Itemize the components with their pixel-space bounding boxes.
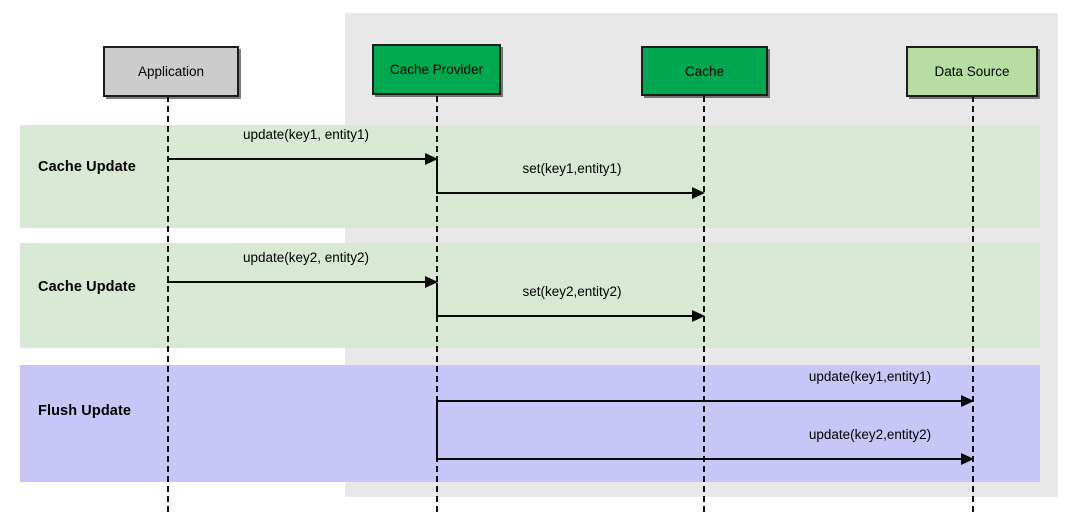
- message-arrowhead-msg-set-key1: [692, 186, 705, 199]
- phase-band-cache-update-2: [20, 243, 1040, 348]
- participant-label-application: Application: [137, 64, 205, 79]
- message-line-msg-update-key1: [167, 158, 427, 160]
- message-label-msg-update-key1: update(key1, entity1): [242, 127, 370, 142]
- message-line-msg-flush-key2: [436, 458, 963, 460]
- participant-label-cache: Cache: [684, 63, 725, 79]
- participant-cache[interactable]: Cache: [641, 46, 768, 96]
- phase-band-label-cache-update-2: Cache Update: [38, 279, 136, 295]
- participant-label-data-source: Data Source: [934, 64, 1010, 79]
- participant-application[interactable]: Application: [103, 46, 239, 97]
- message-stub-msg-set-key2: [436, 283, 438, 315]
- message-arrowhead-msg-update-key2: [425, 275, 438, 288]
- message-label-msg-flush-key2: update(key2,entity2): [808, 427, 932, 442]
- phase-band-flush-update: [20, 365, 1040, 482]
- phase-band-label-flush-update: Flush Update: [38, 403, 132, 419]
- message-line-msg-update-key2: [167, 281, 427, 283]
- message-label-msg-set-key2: set(key2,entity2): [522, 284, 622, 299]
- message-label-msg-set-key1: set(key1,entity1): [522, 161, 622, 176]
- message-label-msg-update-key2: update(key2, entity2): [242, 250, 370, 265]
- message-stub-msg-flush-key2: [436, 400, 438, 458]
- message-line-msg-flush-key1: [436, 400, 963, 402]
- message-label-msg-flush-key1: update(key1,entity1): [808, 369, 932, 384]
- participant-cache-provider[interactable]: Cache Provider: [372, 44, 501, 95]
- message-arrowhead-msg-flush-key1: [961, 394, 974, 407]
- lifeline-data-source: [972, 96, 974, 512]
- phase-band-cache-update-1: [20, 125, 1040, 228]
- lifeline-cache: [703, 96, 705, 512]
- lifeline-application: [167, 96, 169, 512]
- message-stub-msg-set-key1: [436, 160, 438, 192]
- message-arrowhead-msg-flush-key2: [961, 452, 974, 465]
- message-line-msg-set-key1: [436, 192, 694, 194]
- phase-band-label-cache-update-1: Cache Update: [38, 159, 136, 175]
- participant-data-source[interactable]: Data Source: [906, 46, 1038, 97]
- message-arrowhead-msg-update-key1: [425, 152, 438, 165]
- message-line-msg-set-key2: [436, 315, 694, 317]
- participant-label-cache-provider: Cache Provider: [389, 62, 484, 77]
- message-arrowhead-msg-set-key2: [692, 309, 705, 322]
